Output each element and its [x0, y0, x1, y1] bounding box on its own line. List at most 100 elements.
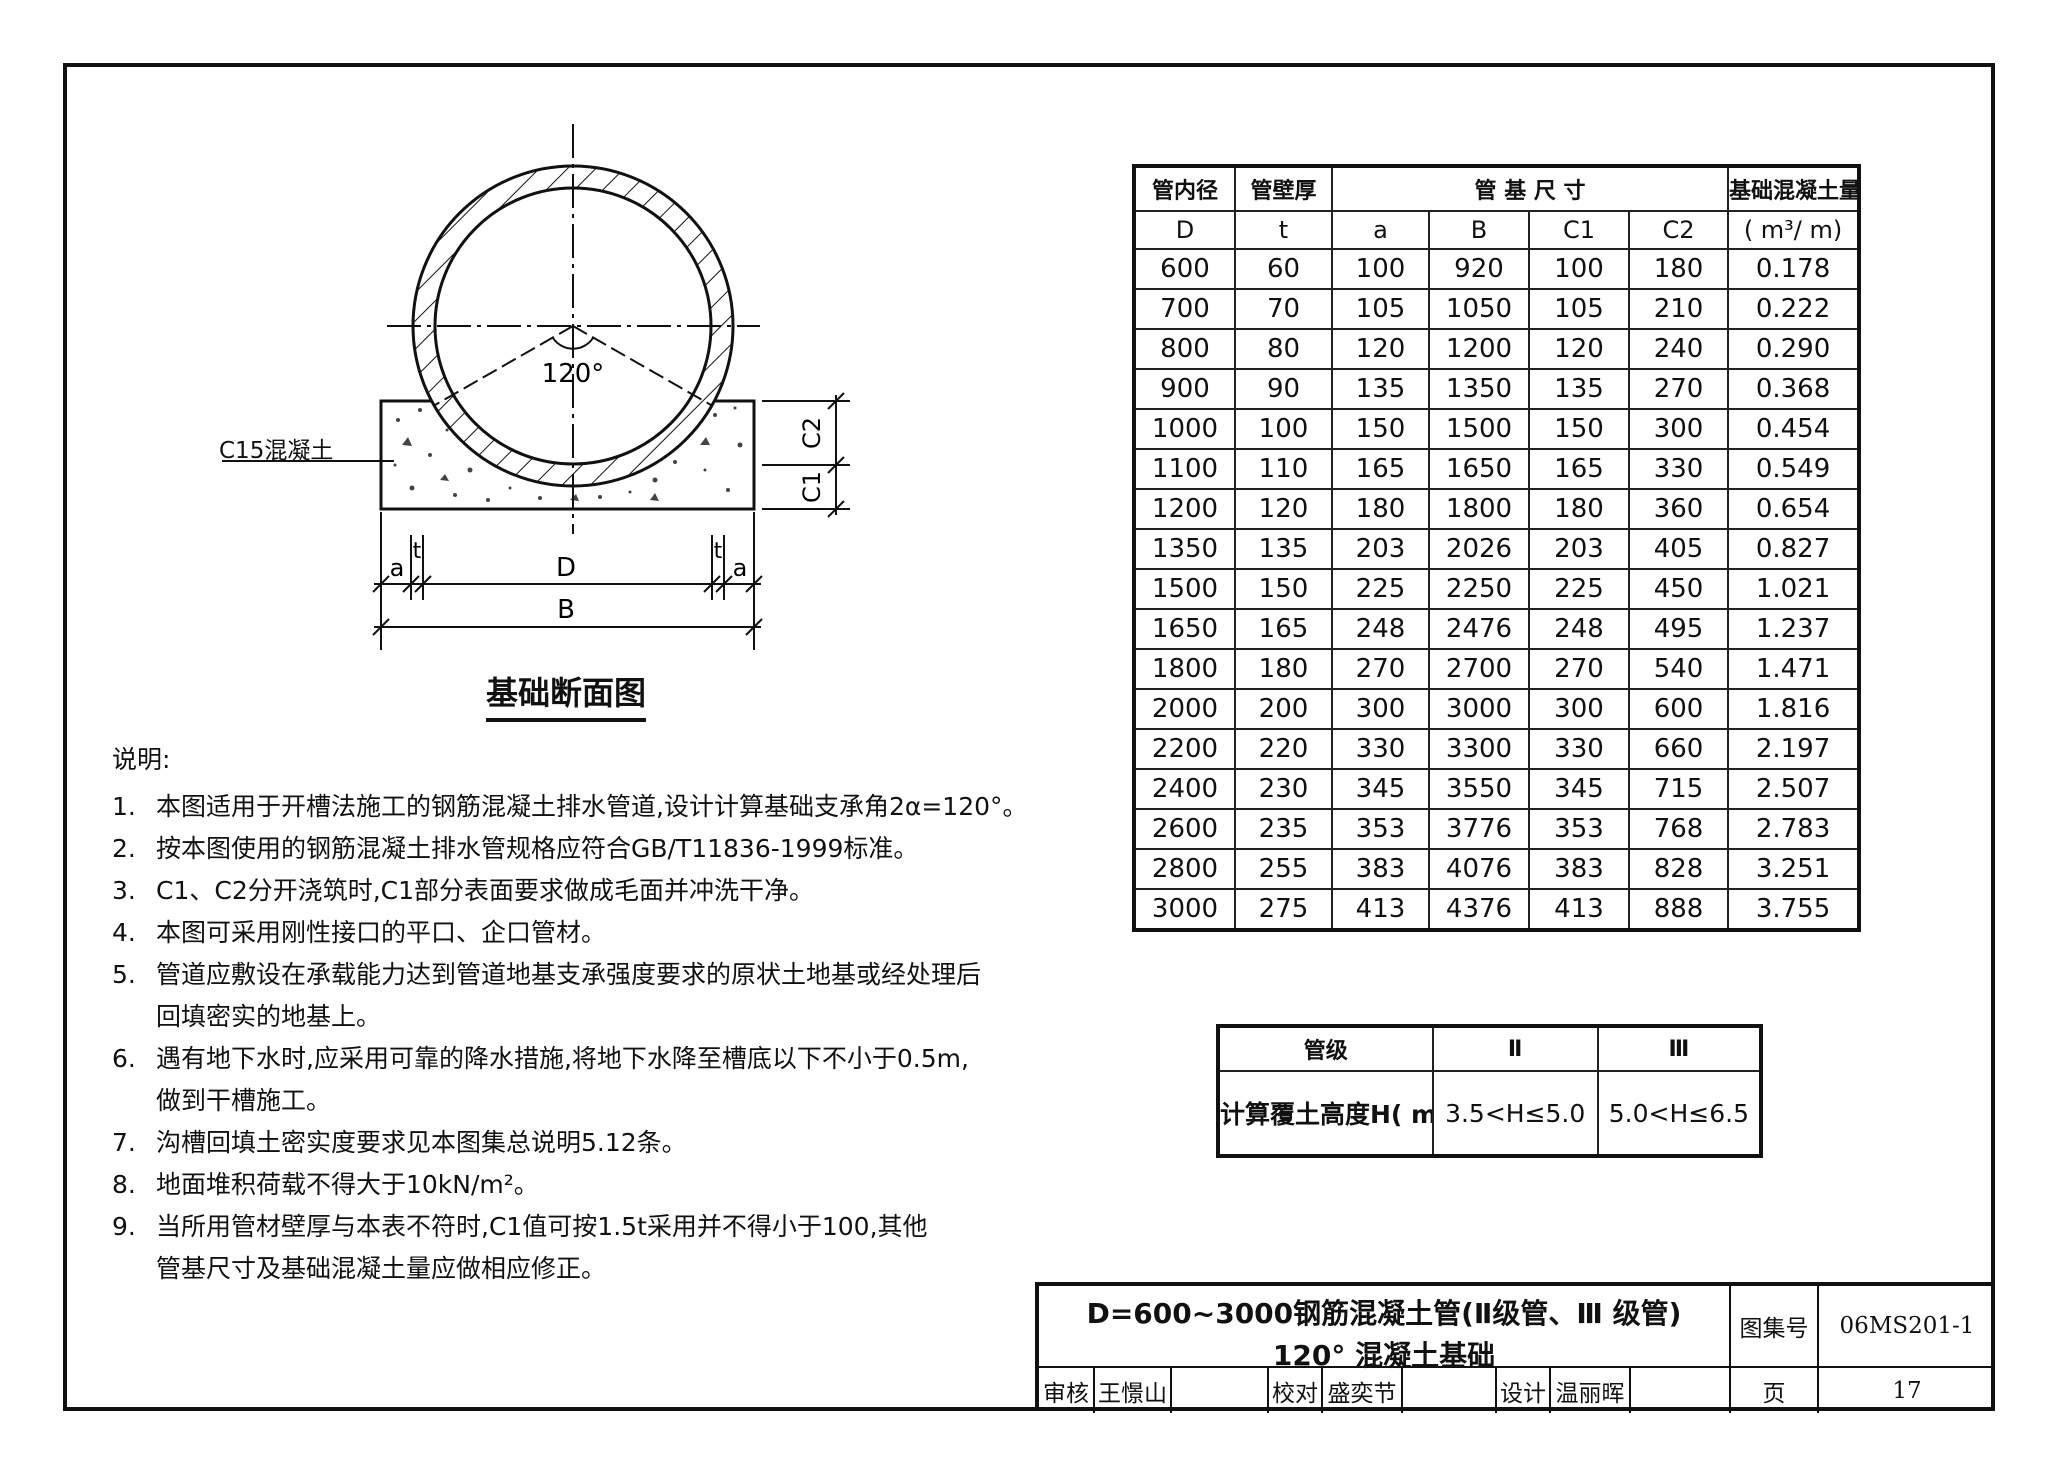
header-class-ii: Ⅱ: [1431, 1025, 1599, 1072]
cell-volume: 3.251: [1727, 848, 1861, 890]
cell-b: 2250: [1428, 568, 1530, 610]
table-header-row: 管内径 管壁厚 管 基 尺 寸 基础混凝土量: [1133, 165, 1861, 212]
cell-c2: 660: [1627, 728, 1730, 770]
cell-t: 150: [1234, 568, 1333, 610]
note-text: 本图适用于开槽法施工的钢筋混凝土排水管道,设计计算基础支承角2α=120°。: [156, 792, 1028, 821]
cell-c1: 270: [1528, 648, 1630, 690]
cell-c2: 888: [1627, 888, 1730, 931]
cell-d: 800: [1133, 328, 1236, 370]
cell-d: 1650: [1133, 608, 1236, 650]
table-row: 计算覆土高度H( m) 3.5<H≤5.0 5.0<H≤6.5: [1217, 1070, 1763, 1157]
note-text: 管基尺寸及基础混凝土量应做相应修正。: [156, 1254, 607, 1283]
cell-c1: 353: [1528, 808, 1630, 850]
class-iii-range: 5.0<H≤6.5: [1596, 1070, 1763, 1157]
cell-b: 3000: [1428, 688, 1530, 730]
angle-label: 120°: [542, 359, 605, 389]
cell-b: 1200: [1428, 328, 1530, 370]
title-block: D=600~3000钢筋混凝土管(Ⅱ级管、Ⅲ 级管) 120° 混凝土基础 图集…: [1035, 1282, 1995, 1413]
cell-volume: 3.755: [1727, 888, 1861, 931]
note-text: C1、C2分开浇筑时,C1部分表面要求做成毛面并冲洗干净。: [156, 876, 815, 905]
cell-a: 203: [1331, 528, 1430, 570]
checker-name: 盛奕节: [1327, 1380, 1397, 1407]
horizontal-dimension: [372, 512, 763, 650]
note-number: 2.: [112, 834, 136, 863]
header-base-dimensions: 管 基 尺 寸: [1330, 165, 1730, 212]
cell-c1: 165: [1528, 448, 1630, 490]
review-label: 审核: [1043, 1380, 1089, 1407]
cell-c1: 100: [1528, 248, 1630, 290]
cell-d: 2600: [1133, 808, 1236, 850]
cell-volume: 0.222: [1727, 288, 1861, 330]
pipe-foundation-spec-table: 管内径 管壁厚 管 基 尺 寸 基础混凝土量 D t a B C1 C2 ( m…: [1132, 164, 1862, 932]
cell-c2: 540: [1627, 648, 1730, 690]
cell-volume: 1.471: [1727, 648, 1861, 690]
header-t-name: 管壁厚: [1234, 165, 1333, 212]
cell-d: 1100: [1133, 448, 1236, 490]
drawing-name-line1: D=600~3000钢筋混凝土管(Ⅱ级管、Ⅲ 级管): [1086, 1297, 1682, 1330]
cell-a: 135: [1331, 368, 1430, 410]
header-volume-unit: ( m³/ m): [1727, 210, 1861, 250]
cell-volume: 2.197: [1727, 728, 1861, 770]
cell-c1: 203: [1528, 528, 1630, 570]
cell-a: 150: [1331, 408, 1430, 450]
cell-volume: 0.454: [1727, 408, 1861, 450]
cell-b: 3300: [1428, 728, 1530, 770]
note-text: 地面堆积荷载不得大于10kN/m²。: [156, 1170, 539, 1199]
table-header-row: D t a B C1 C2 ( m³/ m): [1133, 210, 1861, 250]
cell-a: 413: [1331, 888, 1430, 931]
page-label: 页: [1762, 1380, 1786, 1407]
cell-c1: 135: [1528, 368, 1630, 410]
cell-volume: 0.290: [1727, 328, 1861, 370]
reviewer-name: 王憬山: [1098, 1380, 1167, 1407]
cell-t: 230: [1234, 768, 1333, 810]
cell-d: 2800: [1133, 848, 1236, 890]
check-label: 校对: [1272, 1380, 1318, 1407]
header-c1: C1: [1528, 210, 1630, 250]
center-lines: [387, 124, 760, 534]
cell-volume: 0.178: [1727, 248, 1861, 290]
cell-c1: 150: [1528, 408, 1630, 450]
cell-c2: 270: [1627, 368, 1730, 410]
note-number: 6.: [112, 1044, 136, 1073]
dim-d: D: [556, 553, 576, 583]
cell-b: 2700: [1428, 648, 1530, 690]
cell-c2: 450: [1627, 568, 1730, 610]
cell-d: 1500: [1133, 568, 1236, 610]
cell-c1: 180: [1528, 488, 1630, 530]
cell-t: 90: [1234, 368, 1333, 410]
cell-t: 110: [1234, 448, 1333, 490]
cell-b: 1650: [1428, 448, 1530, 490]
cell-a: 180: [1331, 488, 1430, 530]
cell-b: 4076: [1428, 848, 1530, 890]
cell-t: 275: [1234, 888, 1333, 931]
cell-b: 1500: [1428, 408, 1530, 450]
note-item: 4.本图可采用刚性接口的平口、企口管材。: [112, 912, 1072, 954]
cell-c2: 180: [1627, 248, 1730, 290]
header-b: B: [1428, 210, 1530, 250]
cell-volume: 1.237: [1727, 608, 1861, 650]
cell-c2: 495: [1627, 608, 1730, 650]
atlas-number: 06MS201-1: [1839, 1313, 1975, 1339]
dim-a-left: a: [390, 554, 405, 582]
cell-t: 135: [1234, 528, 1333, 570]
cell-c1: 120: [1528, 328, 1630, 370]
note-item: 5.管道应敷设在承载能力达到管道地基支承强度要求的原状土地基或经处理后回填密实的…: [112, 954, 1072, 1038]
cell-volume: 0.654: [1727, 488, 1861, 530]
cell-d: 900: [1133, 368, 1236, 410]
note-text: 遇有地下水时,应采用可靠的降水措施,将地下水降至槽底以下不小于0.5m,: [156, 1044, 969, 1073]
cell-a: 353: [1331, 808, 1430, 850]
cell-a: 165: [1331, 448, 1430, 490]
cell-t: 100: [1234, 408, 1333, 450]
cell-c1: 248: [1528, 608, 1630, 650]
cell-t: 165: [1234, 608, 1333, 650]
cell-a: 100: [1331, 248, 1430, 290]
cell-c2: 405: [1627, 528, 1730, 570]
cell-volume: 0.827: [1727, 528, 1861, 570]
header-d-name: 管内径: [1133, 165, 1236, 212]
cell-a: 105: [1331, 288, 1430, 330]
